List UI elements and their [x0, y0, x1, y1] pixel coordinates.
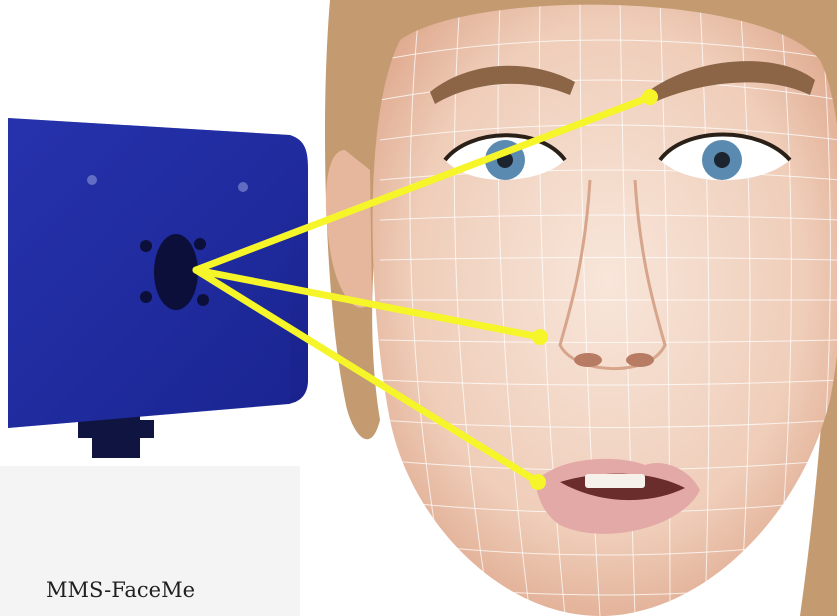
face: [373, 0, 837, 616]
camera-lens: [154, 234, 198, 310]
camera-device: [8, 118, 308, 458]
caption-label: MMS-FaceMe: [46, 578, 195, 602]
